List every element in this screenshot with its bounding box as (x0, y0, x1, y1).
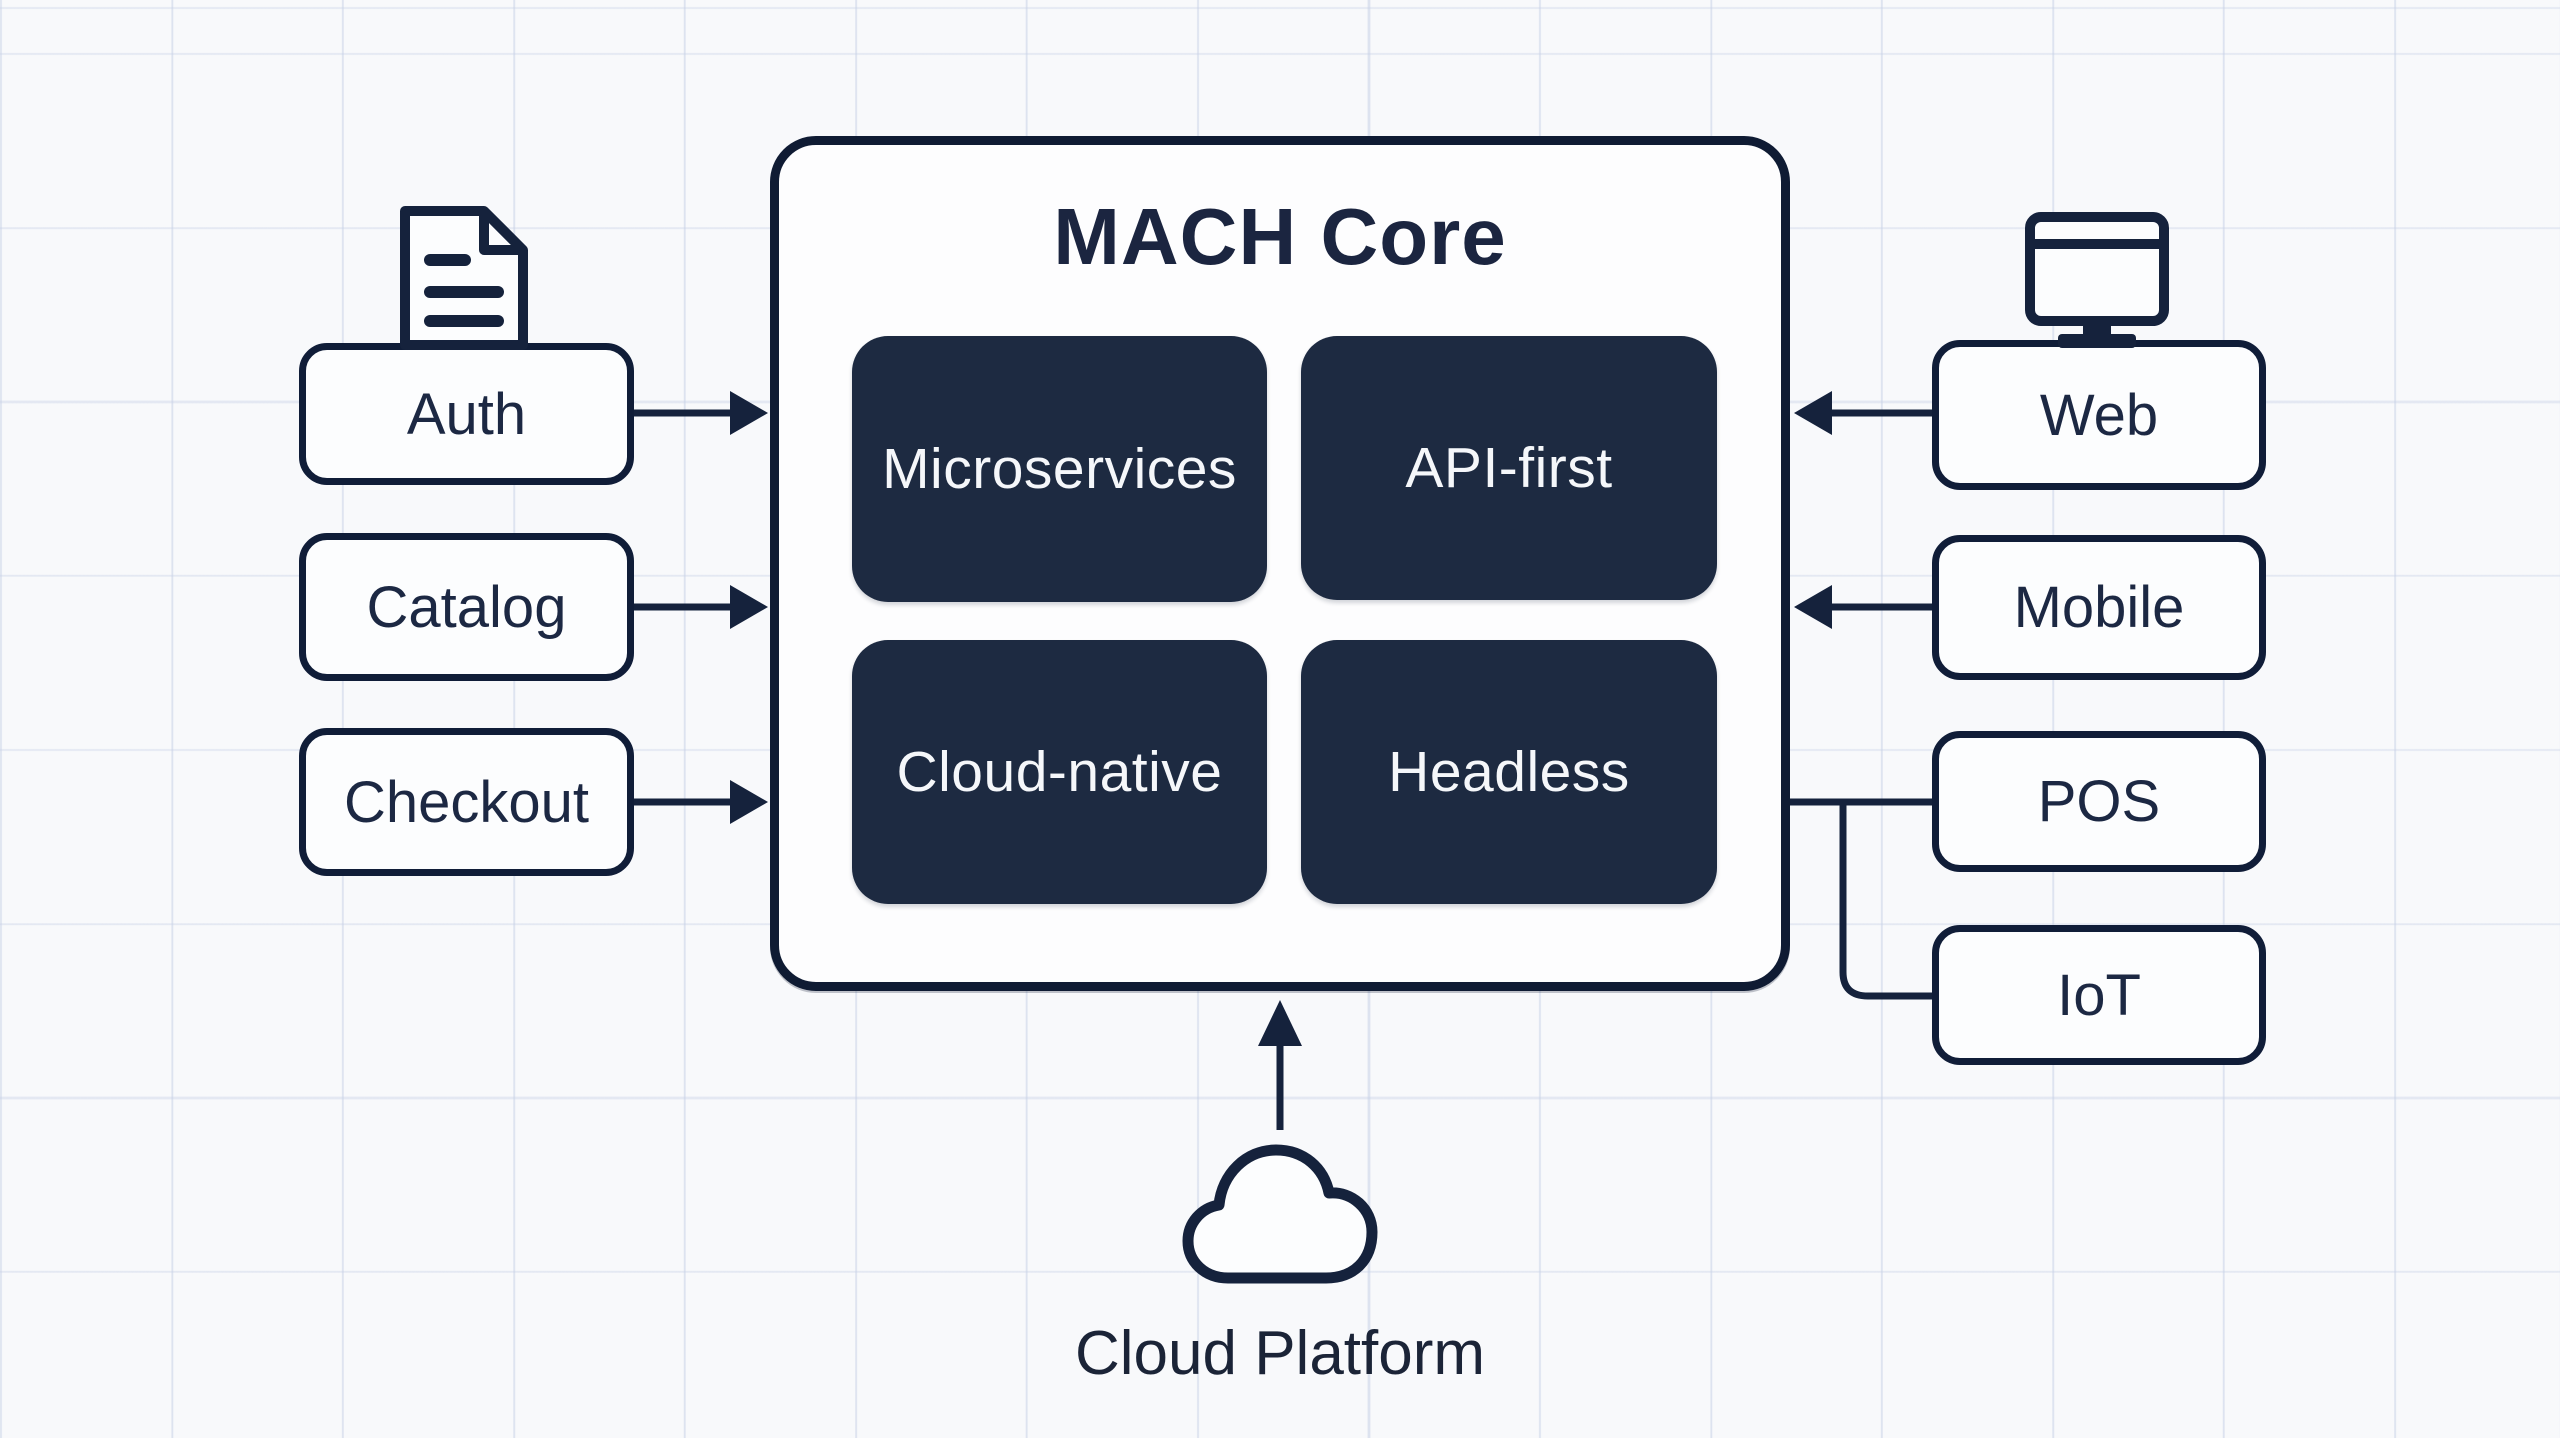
monitor-icon (2025, 212, 2169, 348)
pillar-microservices: Microservices (852, 336, 1267, 602)
arrowhead-catalog (730, 585, 768, 629)
node-label: IoT (2057, 962, 2141, 1028)
arrowhead-mobile (1794, 585, 1832, 629)
node-label: Auth (406, 381, 527, 447)
connector-iot-branch (1839, 802, 1932, 1000)
pillar-api-first: API-first (1301, 336, 1717, 600)
node-label: POS (2037, 769, 2161, 834)
node-web: Web (1932, 340, 2266, 490)
pillar-cloud-native: Cloud-native (852, 640, 1267, 904)
document-icon (400, 206, 528, 350)
node-catalog: Catalog (299, 533, 634, 681)
arrowhead-auth (730, 391, 768, 435)
node-label: Checkout (343, 769, 590, 835)
node-auth: Auth (299, 343, 634, 485)
pillar-label: Cloud-native (896, 740, 1223, 804)
node-iot: IoT (1932, 925, 2266, 1065)
arrowhead-web (1794, 391, 1832, 435)
arrowhead-checkout (730, 780, 768, 824)
pillar-label: Microservices (882, 437, 1237, 501)
node-label: Web (2039, 382, 2159, 448)
node-pos: POS (1932, 731, 2266, 872)
cloud-platform-label: Cloud Platform (1074, 1319, 1486, 1388)
node-label: Mobile (2013, 575, 2185, 640)
node-label: Catalog (366, 574, 567, 640)
pillar-label: Headless (1388, 740, 1630, 804)
pillar-label: API-first (1405, 436, 1613, 500)
arrowhead-cloud (1258, 1000, 1302, 1046)
node-mobile: Mobile (1932, 535, 2266, 680)
core-title: MACH Core (1053, 192, 1507, 281)
cloud-icon (1182, 1144, 1378, 1284)
pillar-headless: Headless (1301, 640, 1717, 904)
node-checkout: Checkout (299, 728, 634, 876)
